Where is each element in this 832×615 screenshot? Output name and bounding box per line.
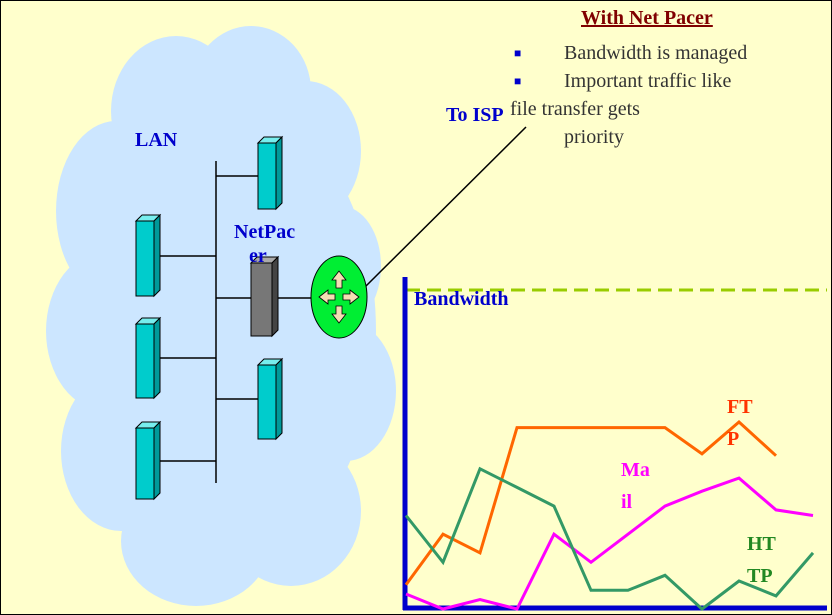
lan-computer bbox=[134, 420, 162, 501]
bullet-text: Bandwidth is managed bbox=[564, 42, 748, 64]
bullet-marker: ■ bbox=[514, 74, 522, 88]
bandwidth-chart bbox=[402, 277, 827, 611]
bullet-text: file transfer gets bbox=[510, 98, 640, 120]
router-icon bbox=[310, 255, 368, 339]
netpacer-device bbox=[249, 255, 280, 338]
lan-computer bbox=[256, 357, 284, 441]
lan-computer bbox=[134, 213, 162, 298]
series-label-mail: il bbox=[621, 491, 633, 513]
series-label-http: TP bbox=[747, 565, 773, 587]
series-line-mail bbox=[405, 476, 814, 611]
series-label-mail: Ma bbox=[621, 459, 650, 481]
series-label-http: HT bbox=[747, 533, 776, 555]
bullet-marker: ■ bbox=[514, 46, 522, 60]
bullet-text: Important traffic like bbox=[564, 70, 732, 92]
series-label-ftp: FT bbox=[727, 396, 753, 418]
bullet-text: priority bbox=[564, 126, 624, 148]
lan-wiring bbox=[156, 126, 527, 483]
bullet-item: ■ Bandwidth is managed bbox=[514, 39, 747, 67]
series-label-ftp: P bbox=[727, 428, 740, 450]
series-line-ftp bbox=[404, 419, 778, 586]
lan-computer bbox=[256, 135, 284, 211]
series-line-http bbox=[404, 466, 815, 611]
chart-ylabel: Bandwidth bbox=[414, 288, 509, 310]
bullet-list: ■ Bandwidth is managed ■ Important traff… bbox=[510, 39, 747, 151]
netpacer-label: er bbox=[249, 245, 267, 267]
lan-computer bbox=[134, 316, 162, 400]
lan-cloud bbox=[46, 26, 396, 606]
bullet-item: ■ Important traffic like bbox=[514, 67, 747, 95]
lan-label: LAN bbox=[135, 129, 178, 151]
heading: With Net Pacer bbox=[581, 7, 713, 29]
netpacer-label: NetPac bbox=[234, 221, 296, 243]
to-isp-label: To ISP bbox=[446, 104, 504, 126]
